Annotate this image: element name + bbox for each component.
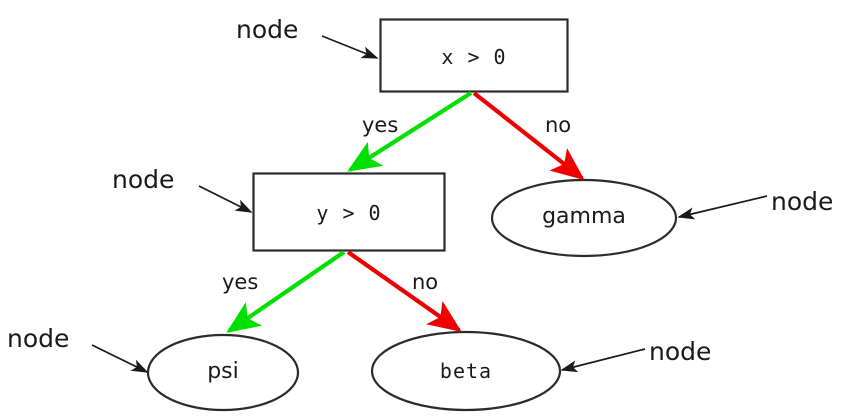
annotation-line-gamma [677, 195, 768, 220]
annotation-label-root: node [236, 15, 299, 44]
edge-label-branch-no: no [412, 270, 439, 294]
annotation-line-beta [560, 348, 646, 373]
node-branch-shape[interactable] [252, 172, 446, 252]
annotation-line-branch [198, 185, 253, 213]
node-beta-shape[interactable] [370, 330, 562, 412]
annotation-line-psi [91, 344, 149, 373]
annotation-label-psi: node [7, 324, 70, 353]
edge-branch-no [346, 250, 462, 332]
edge-branch-yes [226, 250, 346, 333]
edge-root-yes [347, 91, 473, 172]
node-root-shape[interactable] [379, 18, 569, 93]
annotation-line-root [321, 35, 379, 59]
node-psi-shape[interactable] [146, 333, 300, 412]
edge-root-no [472, 91, 585, 181]
edge-label-root-no: no [545, 113, 572, 137]
edge-label-root-yes: yes [362, 113, 399, 137]
node-gamma-shape[interactable] [490, 178, 678, 258]
edge-label-branch-yes: yes [222, 270, 259, 294]
annotation-label-gamma: node [771, 187, 834, 216]
annotation-label-beta: node [649, 337, 712, 366]
annotation-label-branch: node [112, 165, 175, 194]
